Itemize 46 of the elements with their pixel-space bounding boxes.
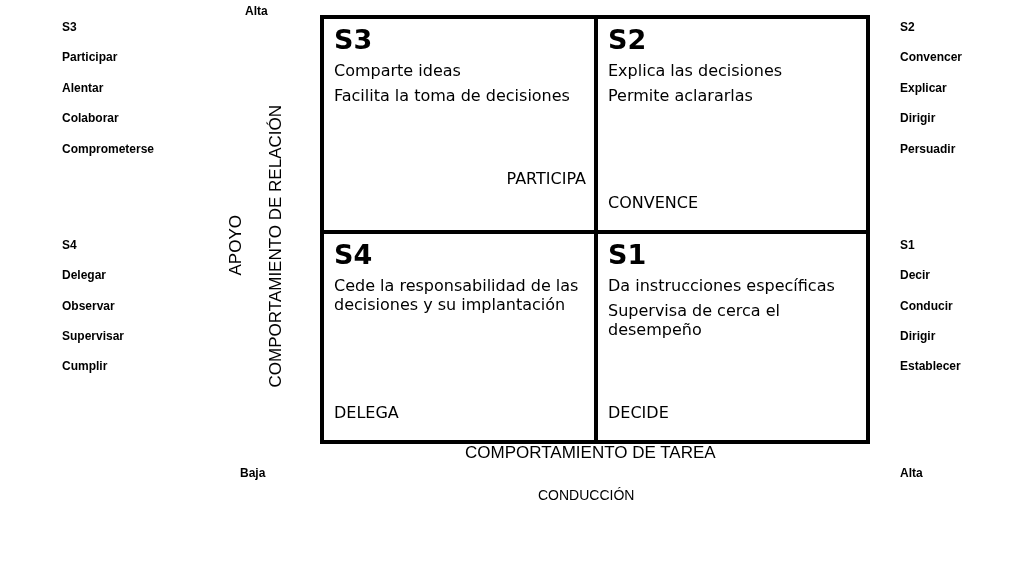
axis-title: COMPORTAMIENTO DE RELACIÓN [266, 105, 286, 388]
quadrant-box [596, 15, 870, 232]
description-text: Facilita la toma de decisiones [334, 86, 571, 105]
behavior-label: Alentar [62, 81, 104, 95]
behavior-label: Colaborar [62, 111, 119, 125]
behavior-label: Dirigir [900, 111, 936, 125]
description-text: Explica las decisiones [608, 61, 784, 80]
behavior-label: Alta [245, 4, 268, 18]
axis-title: APOYO [226, 215, 246, 276]
description-text: Comparte ideas [334, 61, 462, 80]
behavior-label: Dirigir [900, 329, 936, 343]
behavior-label: Explicar [900, 81, 947, 95]
behavior-label: Baja [240, 466, 266, 480]
behavior-label: Alta [900, 466, 923, 480]
behavior-label: Delegar [62, 268, 107, 282]
axis-title: COMPORTAMIENTO DE TAREA [465, 443, 716, 463]
behavior-label: Supervisar [62, 329, 125, 343]
behavior-label: Persuadir [900, 142, 956, 156]
situation-code: S2 [608, 25, 647, 55]
situation-code: S3 [334, 25, 373, 55]
behavior-label: Conducir [900, 299, 953, 313]
description-text: Cede la responsabilidad de las decisiones y su implantación [334, 276, 580, 314]
behavior-label: S2 [900, 20, 915, 34]
behavior-label: Decir [900, 268, 931, 282]
behavior-label: S4 [62, 238, 77, 252]
behavior-label: Establecer [900, 359, 961, 373]
behavior-label: S1 [900, 238, 915, 252]
quadrant-box [320, 15, 596, 232]
style-keyword: DECIDE [608, 403, 669, 422]
behavior-label: Comprometerse [62, 142, 155, 156]
description-text: Permite aclararlas [608, 86, 754, 105]
situation-code: S1 [608, 240, 647, 270]
style-keyword: CONVENCE [608, 193, 699, 212]
behavior-label: Convencer [900, 50, 963, 64]
behavior-label: Cumplir [62, 359, 108, 373]
situation-code: S4 [334, 240, 373, 270]
quadrant-box [320, 232, 596, 444]
behavior-label: S3 [62, 20, 77, 34]
behavior-label: Observar [62, 299, 115, 313]
description-text: Da instrucciones específicas [608, 276, 836, 295]
style-keyword: DELEGA [334, 403, 399, 422]
quadrant-box [596, 232, 870, 444]
style-keyword: PARTICIPA [506, 169, 586, 188]
behavior-label: Participar [62, 50, 118, 64]
axis-subtitle: CONDUCCIÓN [538, 487, 635, 503]
description-text: Supervisa de cerca el desempeño [608, 301, 781, 339]
